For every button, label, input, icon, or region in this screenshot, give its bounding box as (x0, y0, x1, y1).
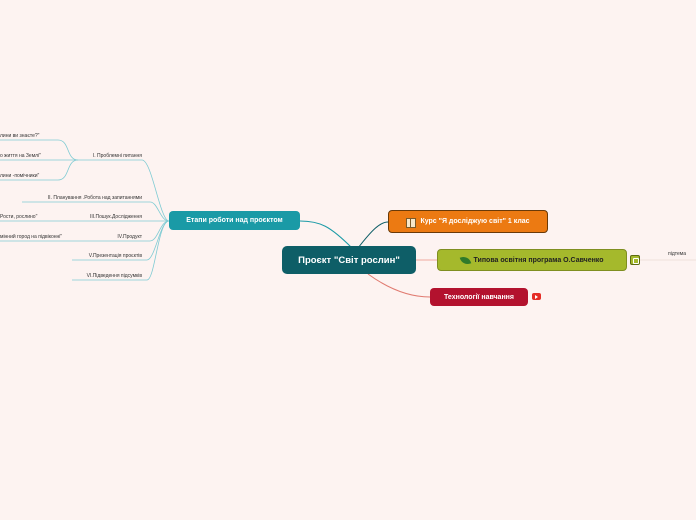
central-topic[interactable]: Проєкт "Світ рослин" (282, 246, 416, 274)
connector-central-tech (367, 273, 431, 298)
youtube-icon[interactable] (532, 293, 541, 300)
research-item-1[interactable]: Рости, рослино" (0, 214, 38, 220)
stage-item-3[interactable]: III.Пошук.Дослідження (89, 214, 142, 220)
stage-item-2[interactable]: II. Планування .Робота над запитаннями (47, 195, 142, 201)
central-topic-label: Проєкт "Світ рослин" (298, 254, 400, 266)
book-icon (406, 217, 417, 228)
connector-central-course (357, 221, 389, 249)
connector-stage-6 (72, 220, 170, 281)
program-subtopic[interactable]: підтема (668, 251, 686, 257)
external-link-icon[interactable] (630, 255, 640, 265)
product-item-1[interactable]: мінний город на підвіконні" (0, 234, 63, 240)
stage-item-4[interactable]: IV.Продукт (117, 234, 142, 240)
stage-item-5[interactable]: V.Презентація проєктів (88, 253, 142, 259)
branch-course-label: Курс "Я досліджую світ" 1 клас (420, 218, 530, 225)
sprout-icon (459, 254, 471, 266)
connector-stage-1 (78, 159, 170, 222)
branch-technologies[interactable]: Технології навчання (430, 288, 528, 306)
question-item-1[interactable]: лини ви знаєте?" (0, 133, 40, 139)
question-item-3[interactable]: лини -помічники" (0, 173, 40, 179)
stage-item-1[interactable]: I. Проблемні питання (92, 153, 142, 159)
question-item-2[interactable]: о життя на Землі" (0, 153, 41, 159)
connector-q-3 (0, 159, 79, 181)
branch-course[interactable]: Курс "Я досліджую світ" 1 клас (388, 210, 548, 233)
branch-stages[interactable]: Етапи роботи над проєктом (169, 211, 300, 230)
stage-item-6[interactable]: VI.Підведення підсумків (86, 273, 142, 279)
branch-program-label: Типова освітня програма О.Савченко (473, 256, 604, 264)
branch-program[interactable]: Типова освітня програма О.Савченко (437, 249, 627, 271)
connector-central-stages (299, 220, 353, 249)
connector-stage-2 (22, 201, 170, 222)
connector-q-1 (0, 139, 79, 161)
branch-technologies-label: Технології навчання (443, 293, 514, 301)
branch-stages-label: Етапи роботи над проєктом (186, 217, 283, 224)
